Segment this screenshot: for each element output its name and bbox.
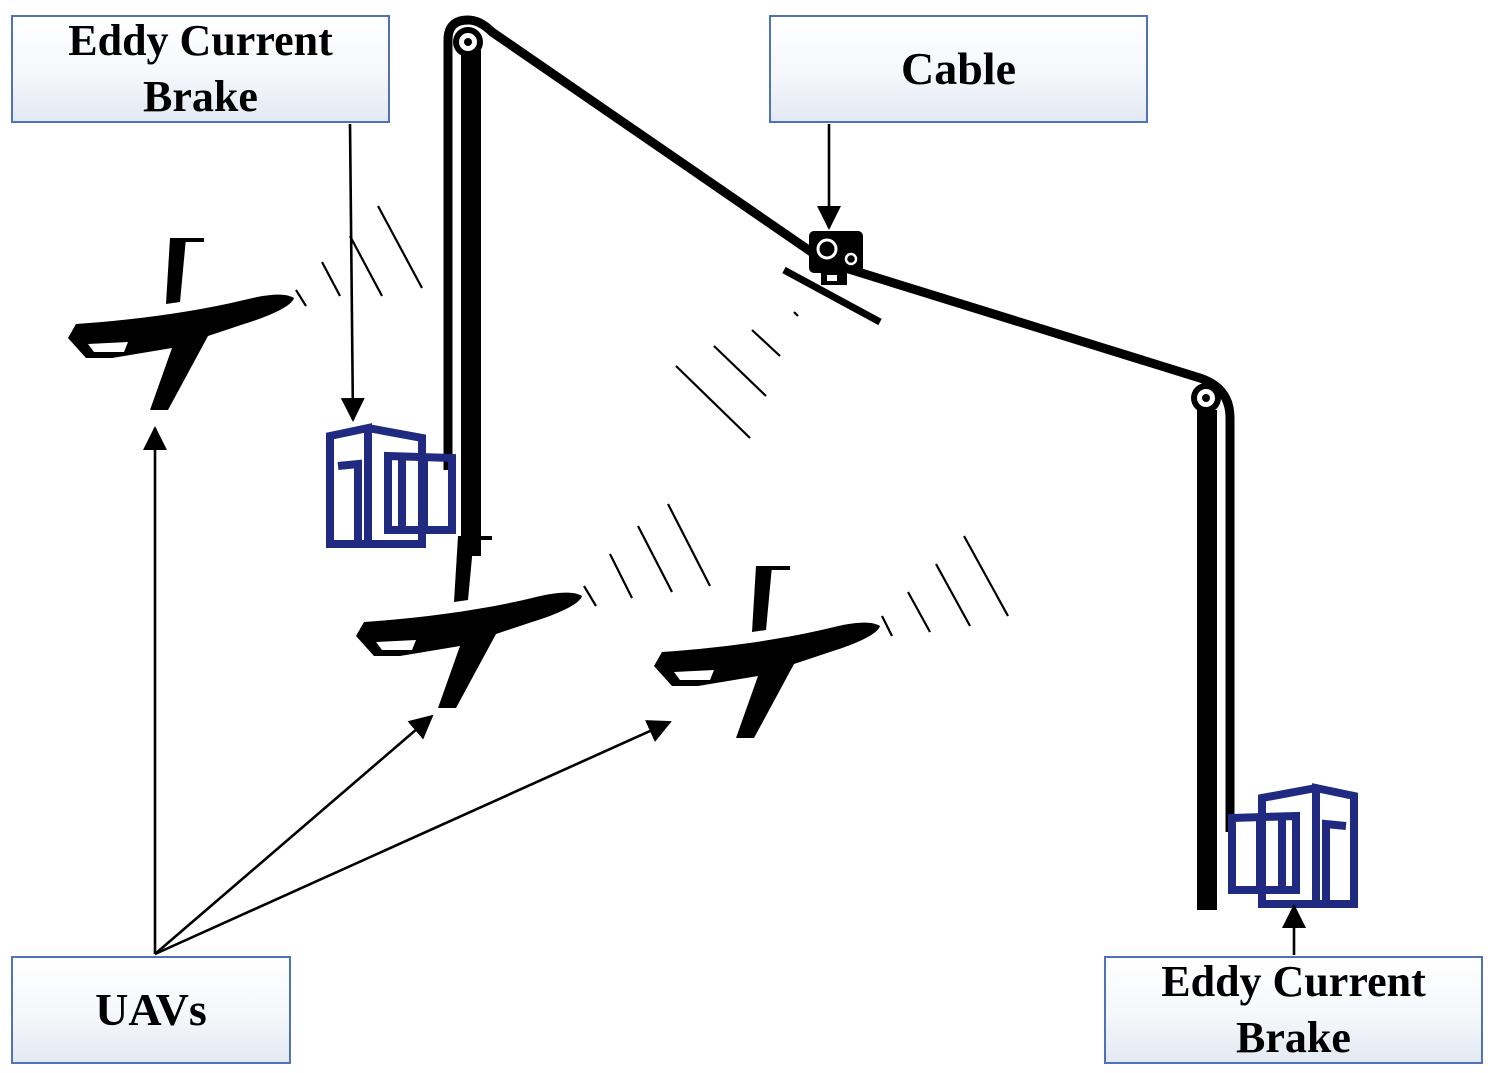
eddy-current-brake-label-bottom: Eddy Current Brake [1104,956,1483,1064]
brake-label-line2: Brake [143,72,258,121]
uavs-label: UAVs [11,956,291,1064]
cable-label-text: Cable [901,42,1016,94]
airplane-icon [654,566,880,738]
uavs-label-text: UAVs [95,983,207,1035]
motion-streaks [295,205,1009,637]
brake-label-line1: Eddy Current [68,15,333,65]
pointer-arrows [143,123,1306,956]
airplane-icon [356,536,582,708]
camera-icon [809,231,863,285]
brake-label-line2: Brake [1236,1013,1351,1062]
eddy-current-brake-icon [1232,788,1354,904]
cable-line [443,15,1235,910]
brake-label-line1: Eddy Current [1161,956,1426,1006]
pulley-icon [1191,383,1221,413]
pulley-icon [453,27,483,57]
cable-label: Cable [769,15,1148,123]
eddy-current-brake-label-top: Eddy Current Brake [11,15,390,123]
eddy-current-brake-icon [330,428,452,544]
airplane-icon [68,238,294,410]
